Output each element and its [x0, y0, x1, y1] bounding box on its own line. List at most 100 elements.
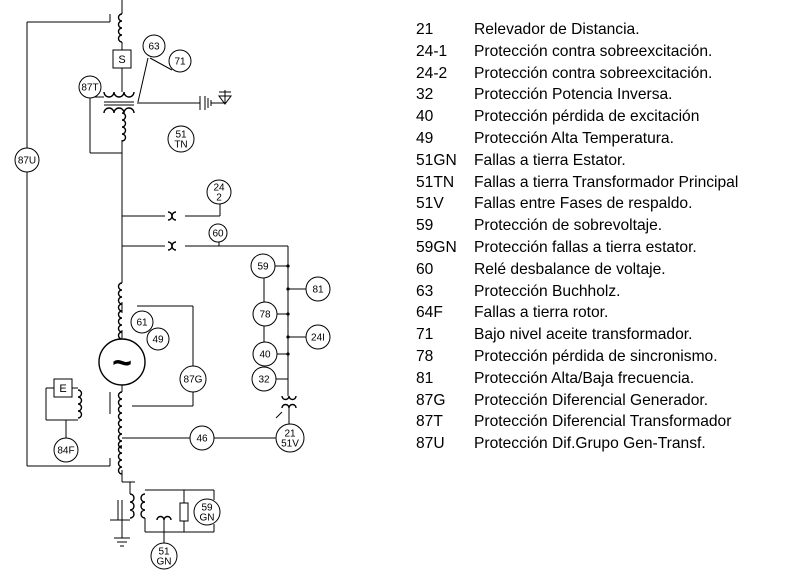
legend-code: 78 [416, 347, 434, 365]
legend-code: 81 [416, 369, 434, 387]
relay-60-circle [208, 223, 228, 243]
relay-24-2-label: 2 [216, 193, 222, 204]
legend-description: Protección fallas a tierra estator. [474, 238, 697, 256]
legend-description: Fallas a tierra Estator. [474, 151, 626, 169]
relay-87t-label: 87T [81, 83, 98, 94]
relay-49-label: 49 [152, 335, 164, 346]
relay-87t-circle [78, 75, 102, 99]
relay-46: 46 [189, 425, 215, 451]
legend-code: 24-2 [416, 64, 448, 82]
legend-description: Protección contra sobreexcitación. [474, 64, 713, 82]
legend-code: 40 [416, 108, 434, 126]
legend-description: Fallas a tierra rotor. [474, 304, 609, 322]
relay-87g: 87G [179, 365, 207, 393]
relay-87u-label: 87U [18, 156, 36, 167]
legend-description: Protección Buchholz. [474, 282, 621, 300]
relay-63-circle [142, 34, 166, 58]
box-s: S [112, 42, 132, 69]
legend-description: Fallas entre Fases de respaldo. [474, 195, 693, 213]
relay-71-circle [168, 49, 192, 73]
relay-layer: 637187T51TN87U2426059817824I4032614987G4… [14, 34, 331, 570]
legend-description: Protección Dif.Grupo Gen-Transf. [474, 435, 706, 453]
relay-24i-circle [305, 324, 331, 350]
relay-59gn-label: GN [200, 513, 215, 524]
relay-21-51v-circle [275, 423, 305, 453]
relay-87g-circle [179, 365, 207, 393]
relay-49: 49 [146, 327, 170, 351]
legend-code: 59GN [416, 238, 457, 256]
relay-40: 40 [252, 341, 278, 367]
relay-84f-label: 84F [57, 446, 74, 457]
relay-60: 60 [208, 223, 228, 243]
relay-78: 78 [252, 301, 278, 327]
box-e-label: E [59, 383, 66, 395]
relay-24-2-label: 24 [213, 183, 225, 194]
legend-code: 87T [416, 413, 443, 431]
relay-78-label: 78 [259, 310, 271, 321]
relay-32-label: 32 [258, 375, 270, 386]
relay-84f: 84F [53, 437, 79, 463]
legend-code: 87U [416, 435, 445, 453]
relay-71: 71 [168, 49, 192, 73]
relay-87u: 87U [14, 147, 40, 173]
relay-40-label: 40 [259, 350, 271, 361]
legend-code: 21 [416, 21, 434, 38]
relay-24i-label: 24I [311, 333, 325, 344]
relay-87g-label: 87G [184, 375, 203, 386]
legend-description: Protección contra sobreexcitación. [474, 42, 713, 60]
relay-84f-circle [53, 437, 79, 463]
relay-63: 63 [142, 34, 166, 58]
legend-code: 51V [416, 195, 444, 213]
main-transformer [89, 57, 232, 154]
exciter-e: E [45, 378, 83, 438]
protection-single-line-diagram: S [14, 0, 331, 570]
relay-32-circle [251, 366, 277, 392]
neutral-grounding [110, 489, 215, 547]
relay-61-circle [130, 310, 154, 334]
legend-code: 51GN [416, 151, 457, 169]
relay-59: 59 [250, 253, 276, 279]
relay-59gn: 59GN [193, 498, 221, 526]
legend-description: Relé desbalance de voltaje. [474, 260, 666, 278]
legend-item: 63 Protección Buchholz. [414, 281, 806, 303]
ct-gen-upper [117, 282, 123, 340]
relay-49-circle [146, 327, 170, 351]
box-s-label: S [118, 54, 125, 66]
legend-description: Protección pérdida de sincronismo. [474, 347, 718, 365]
legend-code: 32 [416, 86, 434, 104]
relay-51gn-label: GN [157, 557, 172, 568]
ct-top [117, 13, 123, 43]
main-bus-wire [121, 0, 135, 494]
relay-24-2: 242 [206, 179, 232, 205]
relay-24i: 24I [305, 324, 331, 350]
generator: ~ [98, 305, 194, 407]
relay-51gn-label: 51 [158, 547, 170, 558]
ct-gen-lower [109, 391, 276, 475]
legend-description: Relevador de Distancia. [474, 21, 640, 38]
legend-description: Protección pérdida de excitación [474, 108, 700, 126]
relay-24-2-circle [206, 179, 232, 205]
relay-61: 61 [130, 310, 154, 334]
relay-59-circle [250, 253, 276, 279]
relay-81: 81 [305, 276, 331, 302]
legend-code: 63 [416, 282, 434, 300]
relay-46-label: 46 [196, 434, 208, 445]
relay-51gn-circle [150, 542, 178, 570]
relay-46-circle [189, 425, 215, 451]
relay-51tn-circle [167, 125, 195, 153]
legend-code: 49 [416, 129, 434, 147]
relay-61-label: 61 [136, 318, 148, 329]
legend-item: 51GN Fallas a tierra Estator. [414, 150, 806, 172]
relay-59-label: 59 [257, 262, 269, 273]
legend-item: 40 Protección pérdida de excitación [414, 106, 806, 128]
relay-71-label: 71 [174, 57, 186, 68]
relay-81-circle [305, 276, 331, 302]
